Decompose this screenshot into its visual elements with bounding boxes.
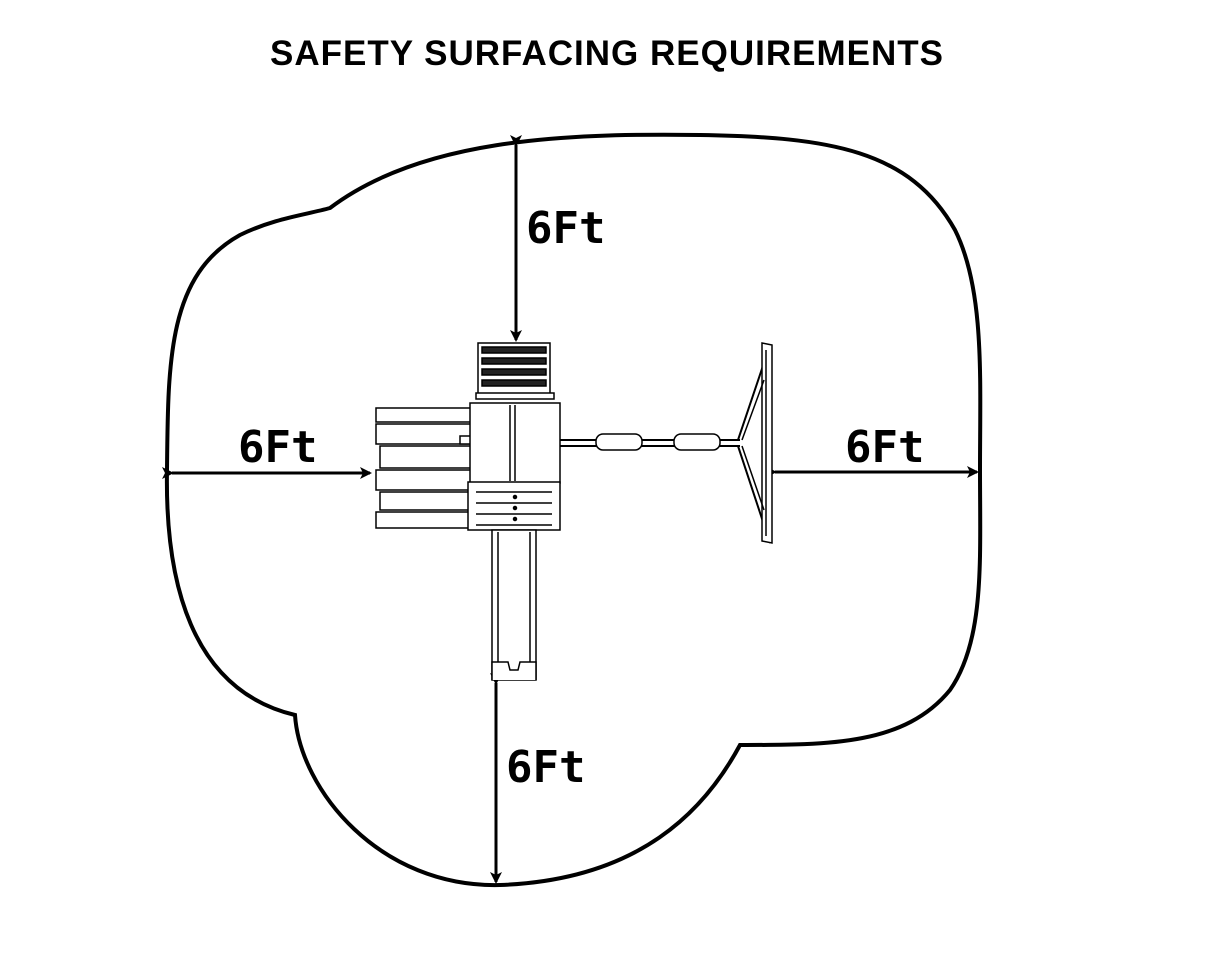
top-dimension: 6Ft <box>510 135 605 342</box>
page-title: SAFETY SURFACING REQUIREMENTS <box>270 34 944 73</box>
right-dimension-label: 6Ft <box>845 422 924 473</box>
right-dimension: 6Ft <box>765 422 979 478</box>
a-frame <box>741 342 773 544</box>
slide <box>491 529 537 681</box>
left-dimension: 6Ft <box>162 422 372 479</box>
bottom-dimension-label: 6Ft <box>506 742 585 793</box>
top-dimension-label: 6Ft <box>526 203 605 254</box>
swing-beam <box>560 344 771 544</box>
tower-deck <box>467 402 561 531</box>
playset-drawing <box>375 342 773 681</box>
climbing-wall <box>475 342 555 400</box>
left-dimension-label: 6Ft <box>238 422 317 473</box>
bottom-dimension: 6Ft <box>490 673 585 884</box>
left-ladder <box>375 407 473 529</box>
